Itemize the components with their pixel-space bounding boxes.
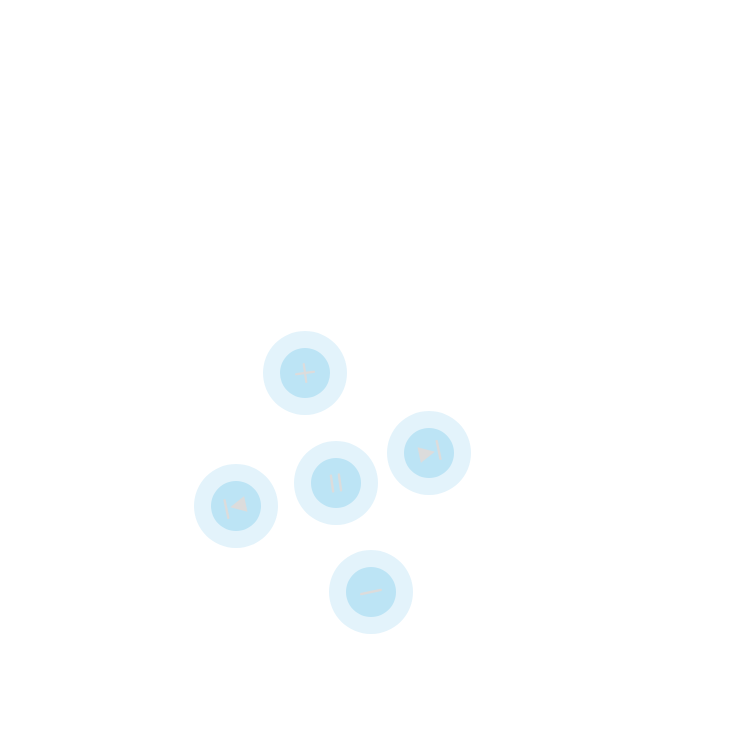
skip-forward-button[interactable]: [387, 411, 471, 495]
skip-back-icon: [223, 496, 248, 520]
pause-icon: [329, 473, 343, 493]
zoom-in-button-core: [280, 348, 330, 398]
pause-button[interactable]: [294, 441, 378, 525]
zoom-out-button-core: [346, 567, 396, 617]
zoom-out-button[interactable]: [329, 550, 413, 634]
pause-button-core: [311, 458, 361, 508]
skip-back-button[interactable]: [194, 464, 278, 548]
skip-forward-icon: [417, 439, 442, 463]
skip-back-button-core: [211, 481, 261, 531]
minus-icon: [360, 588, 382, 596]
plus-icon: [294, 362, 316, 384]
skip-forward-button-core: [404, 428, 454, 478]
zoom-in-button[interactable]: [263, 331, 347, 415]
